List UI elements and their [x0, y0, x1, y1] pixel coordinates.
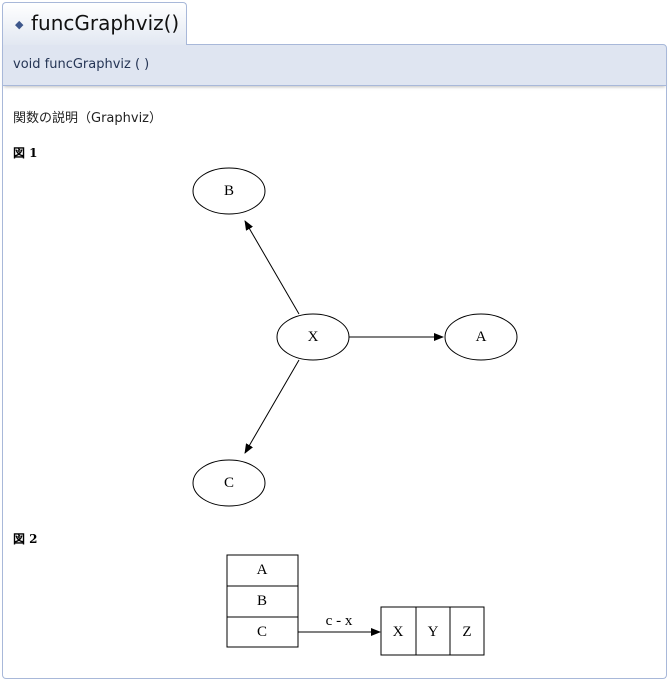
- field-z: Z: [462, 624, 471, 640]
- member-prototype: void funcGraphviz ( ): [2, 44, 667, 86]
- field-b: B: [257, 593, 267, 609]
- node-a: [444, 313, 518, 361]
- edge-label: c - x: [326, 613, 353, 629]
- figure-2-graph: [226, 554, 485, 656]
- figure-2-caption: 図 2: [13, 532, 38, 546]
- node-c-label: C: [224, 475, 234, 491]
- field-c: C: [257, 624, 267, 640]
- node-b-label: B: [224, 183, 234, 199]
- figure-1-graph: [192, 167, 518, 507]
- node-a-label: A: [476, 329, 487, 345]
- prototype-text: void funcGraphviz ( ): [13, 57, 150, 72]
- figure-1-caption: 図 1: [13, 146, 38, 160]
- field-x: X: [393, 624, 404, 640]
- member-title: funcGraphviz(): [31, 11, 180, 35]
- member-title-tab: ◆ funcGraphviz(): [2, 2, 187, 45]
- node-x-label: X: [308, 329, 319, 345]
- edge-x-b: [244, 220, 300, 315]
- field-a: A: [257, 562, 268, 578]
- node-c: [192, 459, 266, 507]
- description: 関数の説明（Graphviz）: [13, 111, 163, 126]
- record-right: [380, 606, 485, 656]
- edge-x-c: [244, 359, 300, 454]
- record-left: [226, 554, 299, 648]
- diamond-icon: ◆: [15, 18, 24, 31]
- node-b: [192, 167, 266, 215]
- field-y: Y: [428, 624, 439, 640]
- node-x: [276, 313, 350, 361]
- member-doc: [2, 86, 667, 679]
